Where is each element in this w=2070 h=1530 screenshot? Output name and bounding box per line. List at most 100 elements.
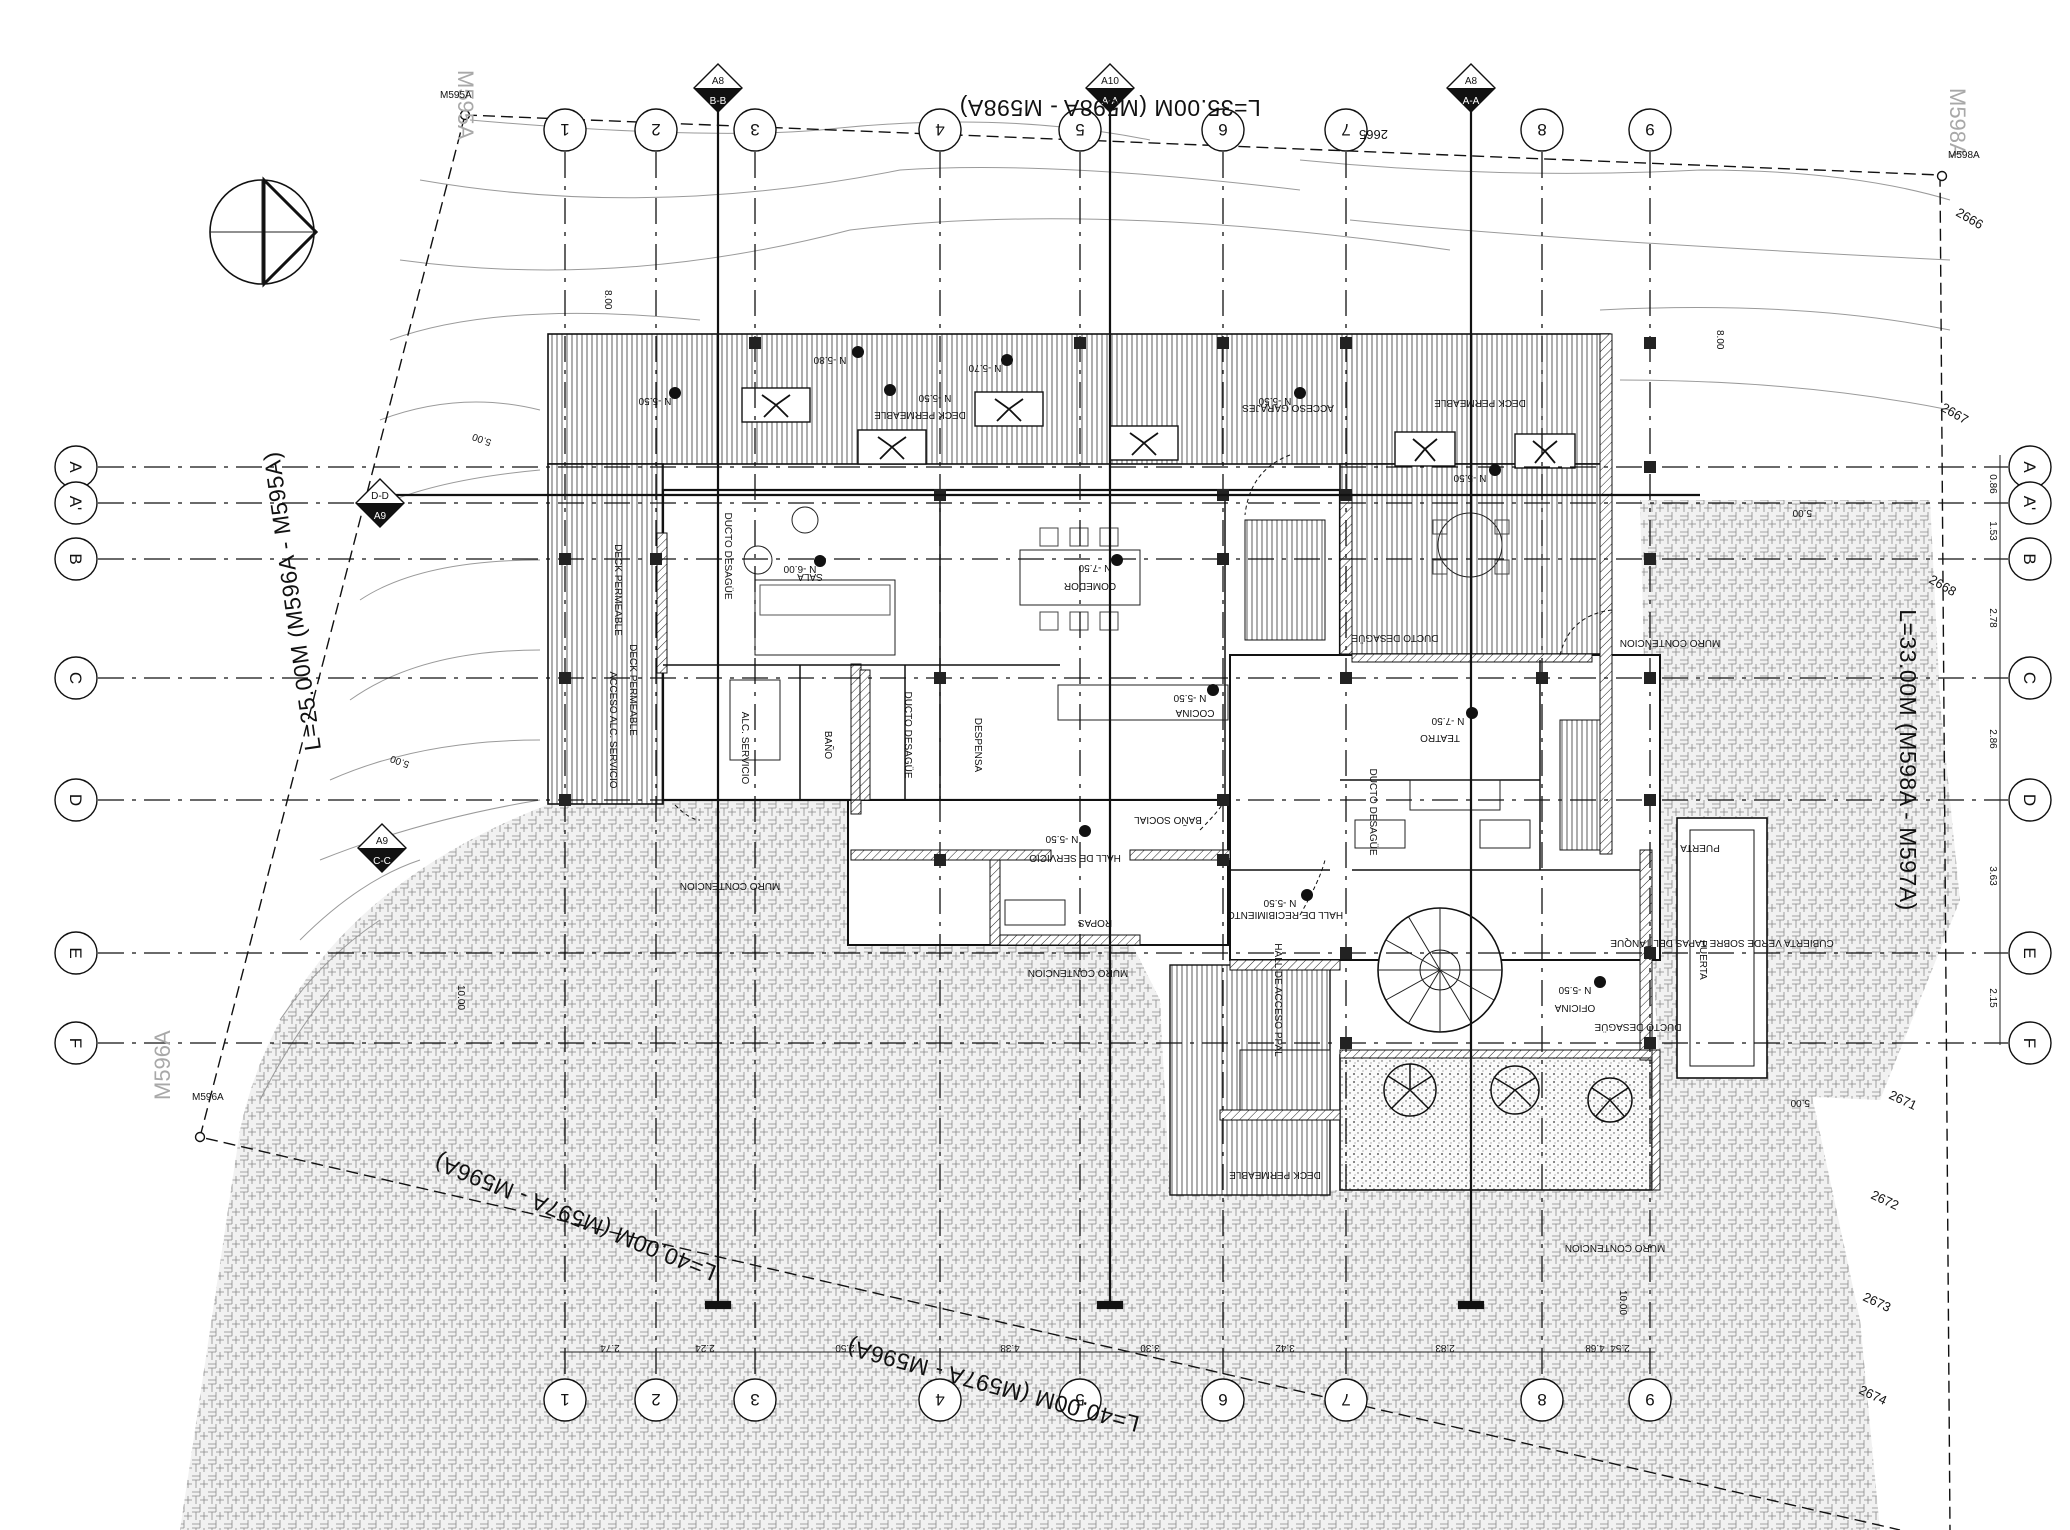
section-ref: A8: [1465, 76, 1478, 87]
dimension-label: 2.24: [695, 1342, 715, 1353]
north-arrow-icon: [209, 176, 319, 288]
axis-number: 8: [1537, 1390, 1546, 1409]
axis-number: 3: [750, 1390, 759, 1409]
room-sala: SALA: [797, 571, 823, 582]
axis-number: 2: [651, 120, 660, 139]
door-swings: [674, 454, 1613, 916]
axis-bubble-5: 5: [1058, 1378, 1102, 1422]
column-marker: [1644, 947, 1656, 959]
section-ref: A9: [374, 511, 387, 522]
contour-label: 2667: [1939, 400, 1972, 427]
boundary-label-top: L=35.00M (M598A - M598A): [959, 95, 1261, 121]
monument-label: M595A: [453, 70, 478, 140]
axis-letter: B: [66, 553, 85, 564]
section-id: A-A: [1463, 96, 1480, 107]
level-marker: N -5.70: [968, 362, 1001, 373]
axis-number: 4: [935, 1390, 944, 1409]
axis-bubble-6: 6: [1201, 108, 1245, 152]
axis-bubble-3: 3: [733, 1378, 777, 1422]
room-puerta: PUERTA: [1697, 940, 1708, 980]
contour-label: 2666: [1954, 205, 1987, 232]
column-marker: [650, 553, 662, 565]
dimension-label: 2.54: [1610, 1342, 1630, 1353]
section-marker-dd: D-D A9: [355, 478, 405, 528]
dimension-label: 10.00: [455, 985, 466, 1010]
monument-label: M598A: [1945, 88, 1970, 158]
contour-lines: [259, 119, 1951, 1101]
room-puerta: PUERTA: [1680, 842, 1720, 853]
room-ducto-desague: DUCTO DESAGÜE: [1367, 768, 1379, 855]
column-marker: [1644, 1037, 1656, 1049]
room-alc-servicio: ALC. SERVICIO: [739, 712, 750, 785]
dimension-label: 2.78: [1987, 608, 1998, 628]
axis-number: 5: [1075, 1390, 1084, 1409]
dimension-label: 2.50: [835, 1342, 855, 1353]
axis-bubble-4: 4: [918, 108, 962, 152]
section-marker-cc: A9 C-C: [357, 823, 407, 873]
dimension-label: 3.63: [1987, 866, 1998, 886]
section-id: C-C: [373, 856, 391, 867]
column-marker: [1536, 672, 1548, 684]
axis-bubble-8: 8: [1520, 108, 1564, 152]
room-acceso-garajes: ACCESO GARAJES: [1242, 402, 1334, 413]
column-marker: [1644, 553, 1656, 565]
axis-bubble-letter: F: [54, 1021, 98, 1065]
axis-bubble-9: 9: [1628, 1378, 1672, 1422]
dimension-label: 1.53: [1987, 521, 1998, 541]
axis-number: 9: [1645, 1390, 1654, 1409]
section-id: D-D: [371, 491, 389, 502]
room-deck-permeable: DECK PERMEABLE: [1434, 397, 1526, 408]
section-ref: A9: [376, 836, 389, 847]
axis-bubble-letter: E: [54, 931, 98, 975]
axis-letter: C: [66, 672, 85, 684]
room-deck-permeable: DECK PERMEABLE: [627, 644, 638, 736]
axis-letter: A: [66, 461, 85, 473]
axis-bubble-letter: A': [2008, 481, 2052, 525]
monument-tag: M596A: [192, 1092, 224, 1103]
room-ducto-desague: DUCTO DESAGÜE: [1351, 632, 1438, 644]
level-marker: N -7.50: [1431, 715, 1464, 726]
axis-bubble-6: 6: [1201, 1378, 1245, 1422]
level-marker: N -5.50: [1558, 984, 1591, 995]
axis-letter: D: [2020, 794, 2039, 806]
room-deck-permeable: DECK PERMEABLE: [1229, 1169, 1321, 1180]
room-muro-contencion: MURO CONTENCION: [1565, 1242, 1666, 1253]
monument-label: M596A: [150, 1030, 175, 1100]
axis-letter: E: [66, 947, 85, 958]
axis-bubble-letter: F: [2008, 1021, 2052, 1065]
column-marker: [1644, 794, 1656, 806]
contour-label: 2672: [1869, 1187, 1902, 1213]
axis-bubble-letter: E: [2008, 931, 2052, 975]
axis-number: 7: [1341, 1390, 1350, 1409]
axis-number: 9: [1645, 120, 1654, 139]
column-marker: [1644, 672, 1656, 684]
room-hall-acceso: HALL DE ACCESO PPAL: [1272, 943, 1283, 1057]
level-marker: N -5.50: [638, 395, 671, 406]
axis-bubble-letter: C: [54, 656, 98, 700]
room-acceso-servicio: ACCESO ALC. SERVICIO: [607, 671, 618, 788]
room-bano: BAÑO: [822, 731, 835, 760]
axis-number: 4: [935, 120, 944, 139]
axis-number: 6: [1218, 120, 1227, 139]
axis-bubble-letter: A': [54, 481, 98, 525]
column-marker: [1340, 672, 1352, 684]
column-marker: [1217, 553, 1229, 565]
axis-letter: A': [2020, 496, 2039, 511]
contour-label: 2665: [1359, 127, 1388, 142]
column-marker: [1644, 337, 1656, 349]
axis-bubble-2: 2: [634, 1378, 678, 1422]
axis-letter: D: [66, 794, 85, 806]
dimension-label: 2.86: [1987, 729, 1998, 749]
axis-bubble-4: 4: [918, 1378, 962, 1422]
section-marker-aa-2: A8 A-A: [1446, 63, 1496, 113]
dimension-label: 5.00: [471, 430, 493, 447]
room-bano-social: BAÑO SOCIAL: [1134, 814, 1202, 827]
axis-bubble-1: 1: [543, 108, 587, 152]
room-comedor: COMEDOR: [1064, 580, 1116, 591]
dimension-label: 3.42: [1275, 1342, 1295, 1353]
level-markers: N -5.50 N -5.80 N -5.70 N -5.50 N -5.50 …: [638, 346, 1606, 995]
planters: [741, 387, 1576, 469]
boundary-label-left: L=25.00M (M596A - M595A): [258, 450, 326, 752]
